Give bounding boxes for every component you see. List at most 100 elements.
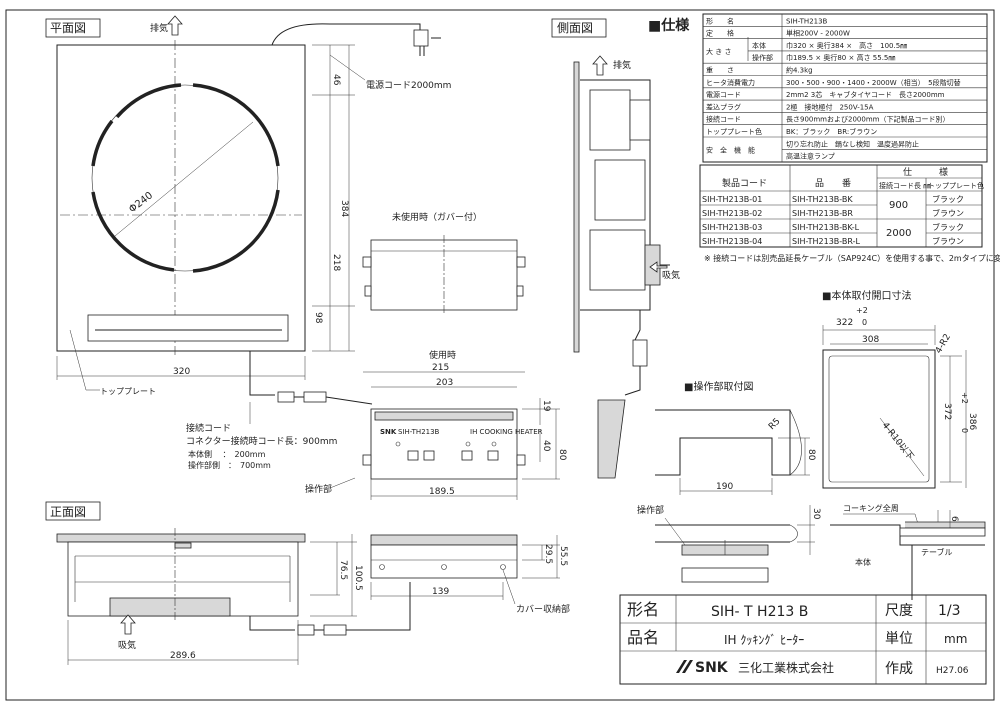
panel-views: 未使用時（ガバー付） 使用時 215 203 SNK SIH-TH213B IH… bbox=[305, 211, 567, 500]
control-strip bbox=[87, 314, 289, 342]
body-side-len: 本体側 ： 200mm bbox=[188, 449, 266, 459]
spec-value: 2極 接地極付 250V-15A bbox=[786, 102, 874, 111]
dim-76-5: 76.5 bbox=[338, 560, 348, 580]
minus-button[interactable] bbox=[407, 450, 419, 461]
spec-label: 重 さ bbox=[706, 67, 734, 75]
spec-label: 電源コード bbox=[706, 90, 741, 99]
dim-289-6: 289.6 bbox=[170, 651, 196, 661]
product-code: SIH-TH213B-01 bbox=[702, 195, 762, 204]
off-button[interactable] bbox=[487, 450, 499, 461]
unit-value: mm bbox=[944, 632, 967, 646]
dim-322-tol-up: +2 bbox=[856, 306, 868, 315]
body-label: 本体 bbox=[855, 557, 871, 567]
extension-note: ※ 接続コードは別売品延長ケーブル（SAP924C）を使用する事で、2mタイプに… bbox=[704, 253, 1000, 263]
power-button[interactable] bbox=[461, 450, 473, 461]
model-label: 形名 bbox=[627, 600, 659, 619]
top-plate-outline bbox=[56, 44, 306, 352]
burner-mark-2 bbox=[91, 191, 175, 272]
side-body bbox=[580, 79, 651, 311]
side-title: 側面図 bbox=[557, 21, 593, 35]
r2-label: 4-R2 bbox=[934, 332, 953, 355]
product-number: SIH-TH213B-BR bbox=[792, 209, 853, 218]
dim-308: 308 bbox=[862, 335, 879, 345]
up-arrow-icon bbox=[120, 614, 136, 635]
power-cord-label: 電源コード2000mm bbox=[366, 80, 451, 91]
made-value: H27.06 bbox=[936, 666, 969, 676]
product-head-spec: 仕 様 bbox=[903, 166, 948, 178]
dim-218: 218 bbox=[331, 254, 341, 271]
plan-title: 平面図 bbox=[50, 21, 86, 35]
scale-value: 1/3 bbox=[938, 603, 961, 619]
panel-body bbox=[370, 408, 518, 480]
product-number: SIH-TH213B-BR-L bbox=[792, 237, 860, 246]
dim-386-tol-up: +2 bbox=[960, 392, 969, 404]
spec-label: 形 名 bbox=[706, 16, 734, 25]
spec-value: 300・500・900・1400・2000W（相当） 5段階切替 bbox=[786, 78, 961, 87]
product-code: SIH-TH213B-02 bbox=[702, 209, 762, 218]
product-code: SIH-TH213B-04 bbox=[702, 237, 762, 246]
panel-label: 操作部 bbox=[305, 483, 332, 495]
burner-mark-5 bbox=[115, 83, 182, 119]
dim-320: 320 bbox=[173, 367, 190, 377]
front-panel-top bbox=[370, 534, 518, 546]
product-section: 製品コード 品 番 仕 様 接続コード長 ㎜ トッププレート色 900 2000… bbox=[699, 164, 1000, 263]
mount-section: ■本体取付開口寸法 +2 322 0 308 4-R2 4-R10以下 372 … bbox=[822, 289, 977, 489]
side-intake-label: 吸気 bbox=[662, 269, 680, 281]
sheet-border bbox=[5, 9, 995, 701]
plus-button[interactable] bbox=[423, 450, 435, 461]
panel-model: SIH-TH213B bbox=[398, 428, 440, 436]
dim-139: 139 bbox=[432, 587, 449, 597]
spec-title: ■仕様 bbox=[648, 17, 690, 34]
dim-55-5: 55.5 bbox=[558, 546, 568, 566]
spec-value: 高温注意ランプ bbox=[786, 152, 835, 161]
spec-value: 単相200V - 2000W bbox=[786, 29, 850, 38]
panel-mount-panel-label: 操作部 bbox=[637, 504, 664, 516]
dim-386-tol-lo: 0 bbox=[960, 428, 969, 433]
front-top-plate bbox=[56, 533, 306, 543]
spec-value: 2mm2 3芯 キャブタイヤコード 長さ2000mm bbox=[786, 90, 945, 99]
dim-190: 190 bbox=[716, 482, 733, 492]
unused-label: 未使用時（ガバー付） bbox=[392, 211, 482, 223]
plan-exhaust-label: 排気 bbox=[150, 22, 168, 34]
panel-mount-section: ■操作部取付図 R5 80 190 操作部 30 コーキング全周 6 テーブル bbox=[637, 380, 986, 600]
spec-label: ヒータ消費電力 bbox=[706, 78, 755, 87]
title-block: 形名 SIH- T H213 B 品名 IH ｸｯｷﾝｸﾞ ﾋｰﾀｰ 尺度 1/… bbox=[619, 594, 987, 685]
name-label: 品名 bbox=[627, 628, 659, 647]
product-color: ブラウン bbox=[932, 236, 964, 246]
spec-label: 差込プラグ bbox=[706, 102, 741, 111]
spec-label: 接続コード bbox=[706, 115, 741, 124]
dim-19: 19 bbox=[541, 400, 551, 412]
product-color: ブラック bbox=[932, 222, 964, 232]
dim-6: 6 bbox=[949, 516, 959, 522]
plan-title-box bbox=[45, 18, 101, 38]
spec-value: BK：ブラック BR:ブラウン bbox=[786, 127, 877, 136]
in-use-label: 使用時 bbox=[429, 349, 456, 361]
spec-value: 巾189.5 × 奥行80 × 高さ 55.5㎜ bbox=[786, 53, 895, 62]
side-view: 側面図 排気 吸気 bbox=[551, 18, 680, 479]
side-exhaust-label: 排気 bbox=[613, 59, 631, 71]
logo-text: SNK bbox=[695, 660, 729, 676]
dim-372: 372 bbox=[942, 403, 952, 420]
panel-mount-cutout bbox=[655, 409, 791, 476]
product-color: ブラック bbox=[932, 194, 964, 204]
cover-storage-label: カバー収納部 bbox=[516, 603, 570, 615]
up-arrow-icon bbox=[592, 55, 608, 76]
dim-30: 30 bbox=[811, 508, 821, 520]
front-view: 正面図 吸気 76.5 100.5 289.6 bbox=[45, 501, 570, 665]
product-table bbox=[699, 164, 983, 248]
r5-label: R5 bbox=[767, 417, 783, 433]
front-intake-label: 吸気 bbox=[118, 639, 136, 651]
panel-mount-title: ■操作部取付図 bbox=[684, 380, 753, 393]
table-label: テーブル bbox=[921, 547, 953, 557]
dim-322: 322 bbox=[836, 318, 853, 328]
caulking-label: コーキング全周 bbox=[843, 503, 899, 513]
dim-80a: 80 bbox=[557, 449, 567, 461]
spec-value: 切り忘れ防止 鍋なし検知 温度過昇防止 bbox=[786, 139, 919, 148]
dim-46: 46 bbox=[331, 74, 341, 86]
burner-mark-1 bbox=[91, 119, 114, 167]
dim-215: 215 bbox=[432, 363, 449, 373]
burner-circle bbox=[91, 84, 279, 272]
dim-189-5: 189.5 bbox=[429, 487, 455, 497]
